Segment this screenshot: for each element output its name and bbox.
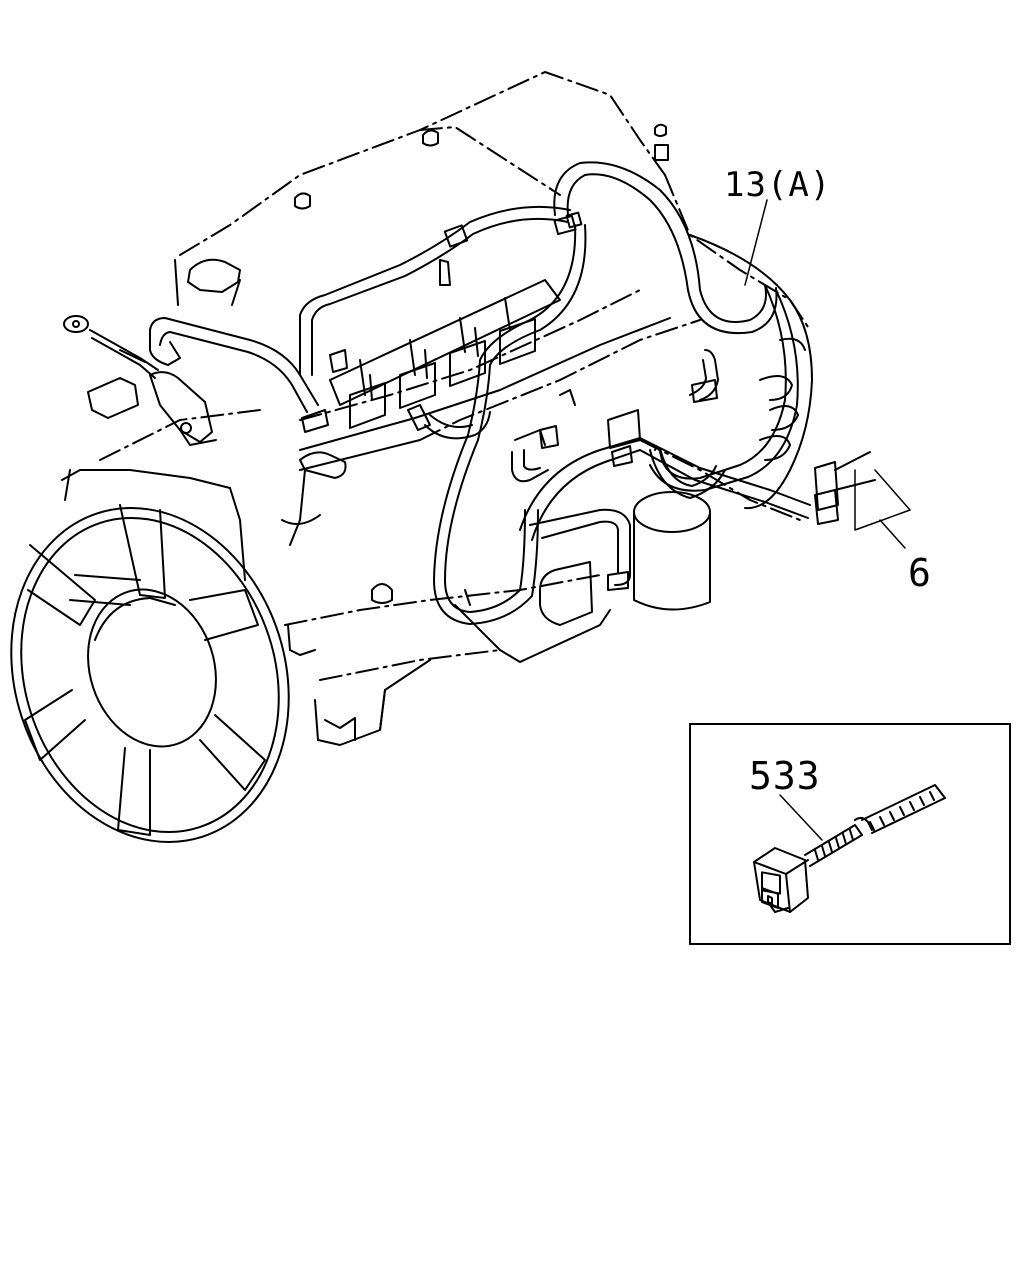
callout-harness-label: 13(A)	[724, 165, 832, 205]
wiring-harness	[63, 161, 811, 625]
leader-lines	[744, 199, 911, 841]
callout-clip-label: 6	[908, 551, 931, 595]
engine-block-outline	[99, 71, 811, 681]
callout-connector-label: 533	[749, 754, 821, 798]
inset-connector-533	[753, 784, 946, 913]
cooling-fan	[10, 504, 290, 843]
connector-detail-inset	[689, 723, 1011, 945]
harness-connectors	[301, 211, 876, 591]
engine-block-solid	[61, 123, 813, 746]
